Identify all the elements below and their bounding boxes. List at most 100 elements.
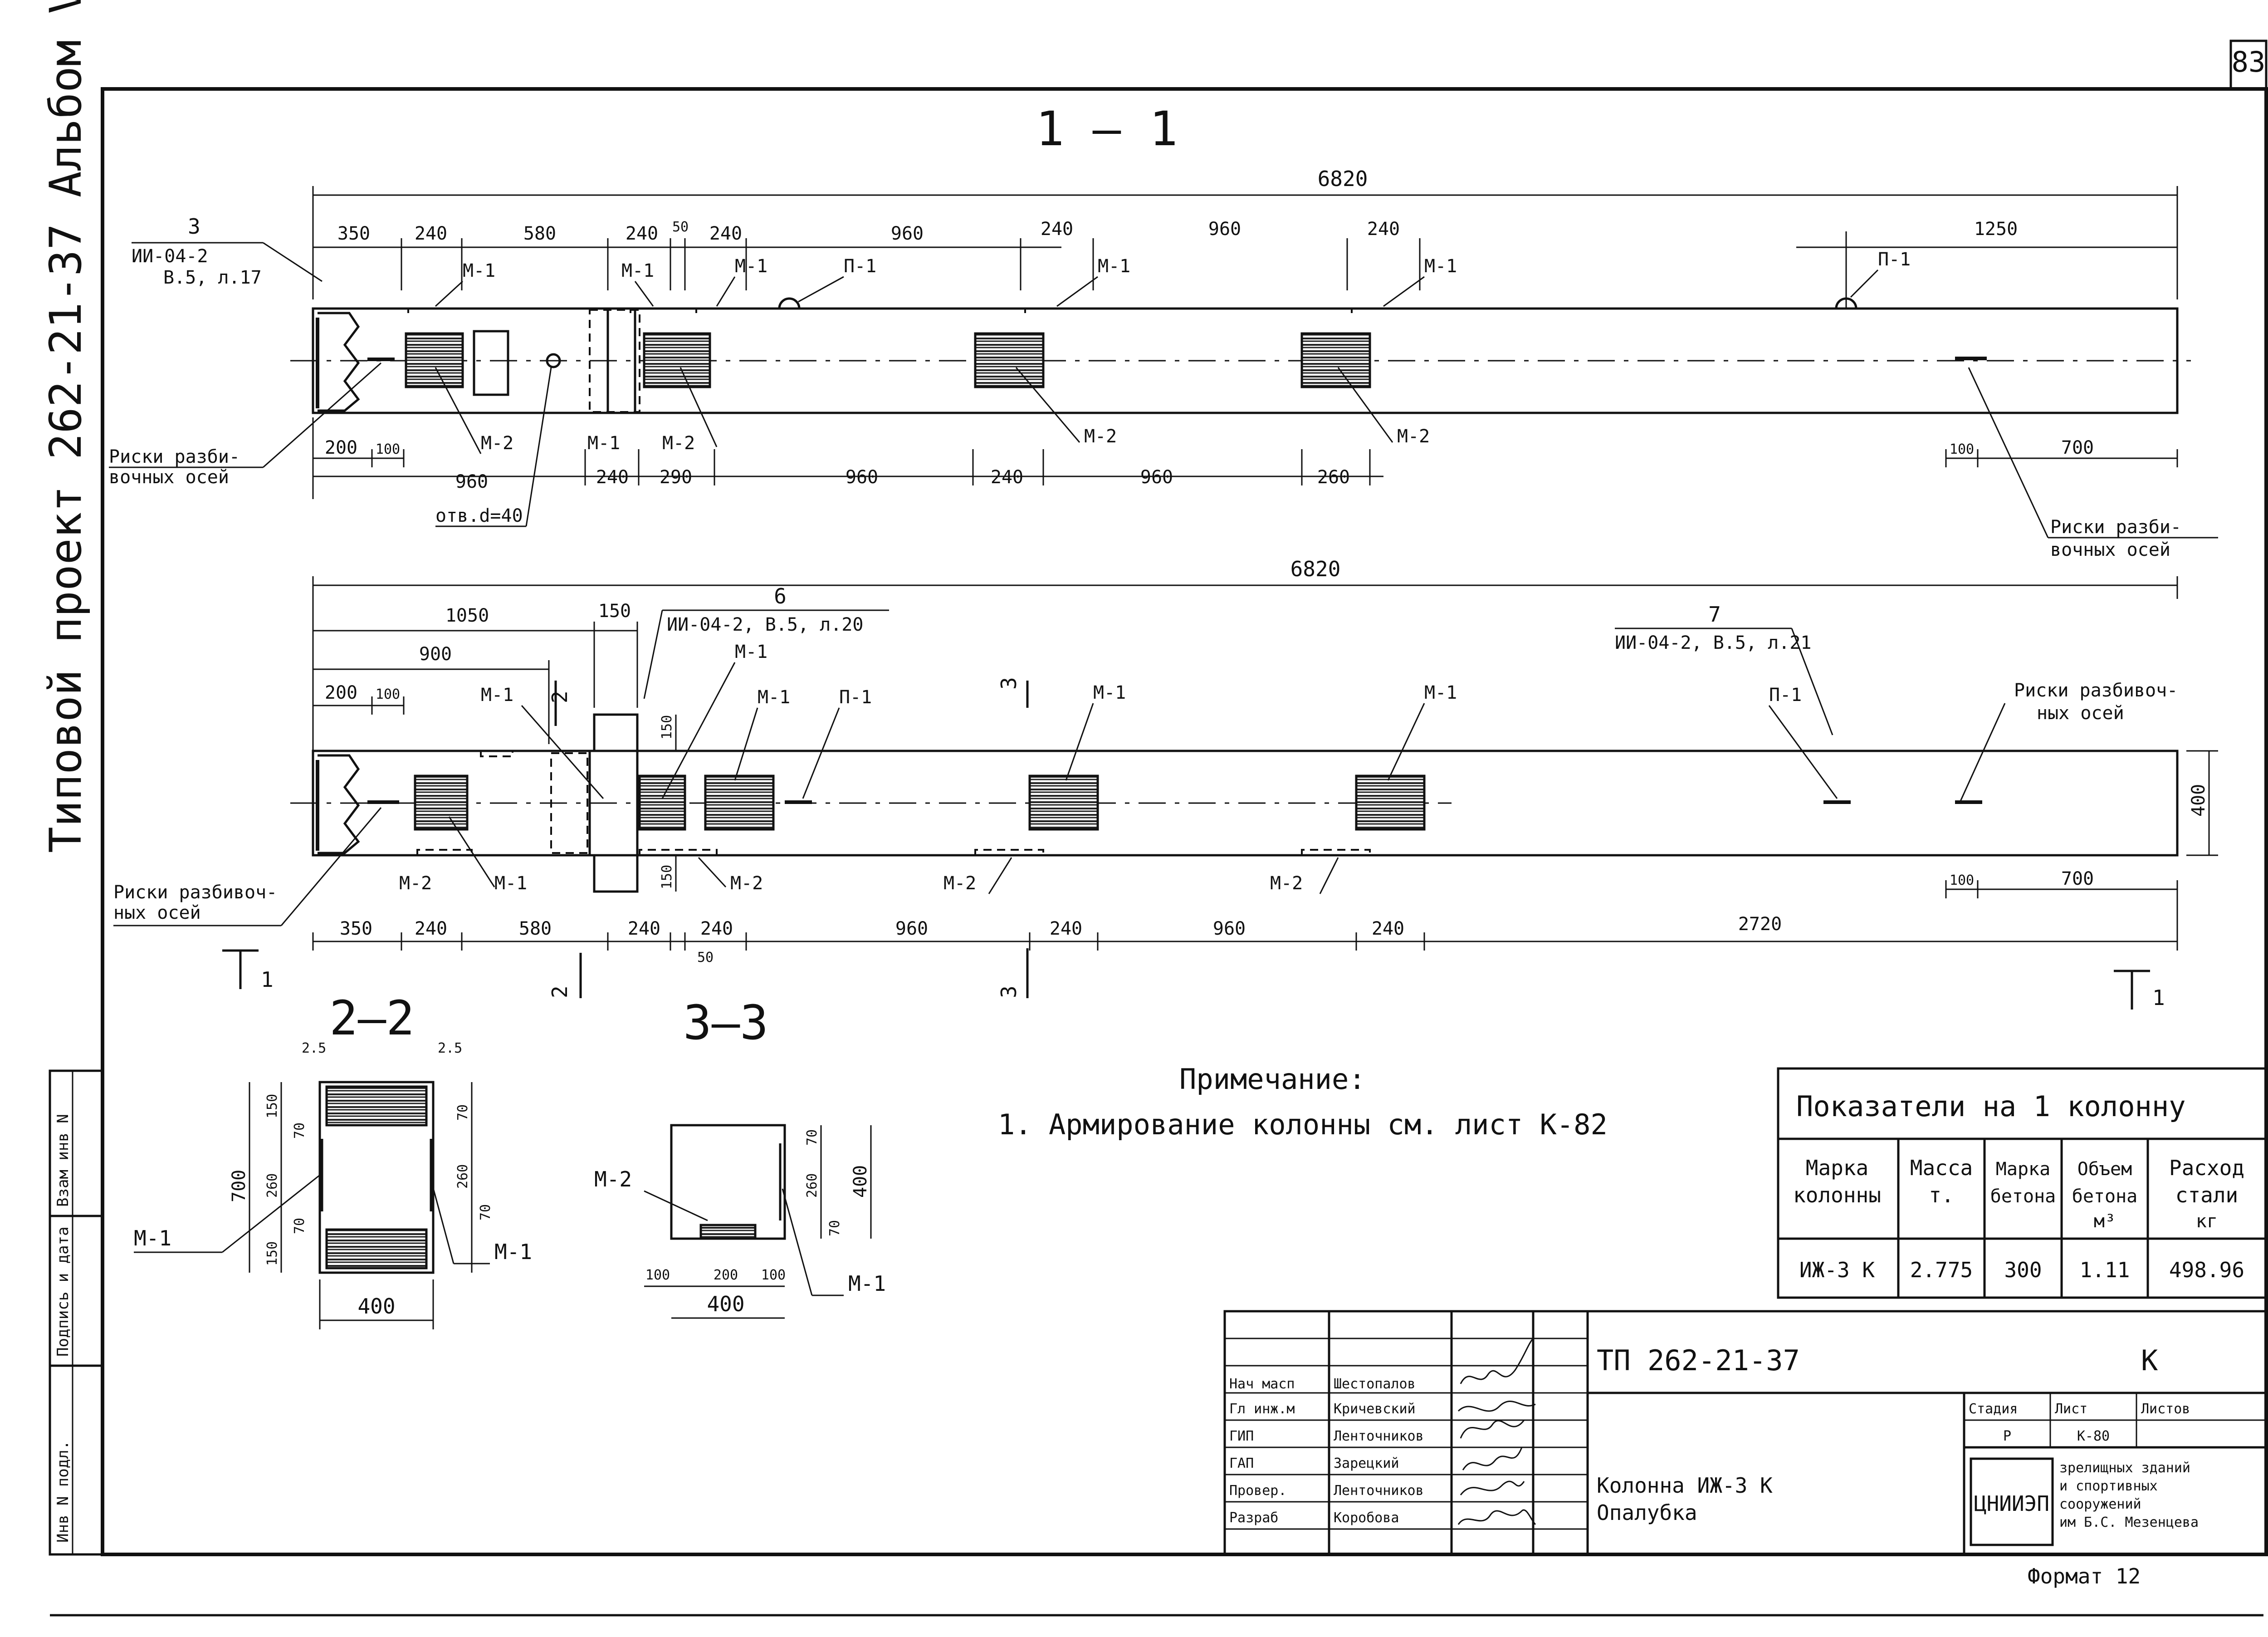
- org-line: сооружений: [2059, 1496, 2141, 1512]
- mark-m1: М-1: [735, 256, 767, 277]
- dim: 240: [1367, 219, 1400, 240]
- plate-m2: [643, 332, 711, 388]
- dim: 150: [659, 715, 675, 740]
- mark-m1: М-1: [1093, 682, 1126, 703]
- org-line: зрелищных зданий: [2059, 1460, 2190, 1476]
- table-cell: ИЖ-3 К: [1799, 1258, 1875, 1282]
- table-header: м³: [2094, 1211, 2116, 1232]
- tb-head: Лист: [2055, 1401, 2087, 1417]
- dim: 240: [626, 223, 658, 244]
- dim: 240: [700, 918, 733, 939]
- mark-m1: М-1: [463, 260, 495, 281]
- mark-p1: П-1: [839, 687, 872, 708]
- dim-overall: 6820: [1318, 167, 1368, 191]
- dim: 580: [523, 223, 556, 244]
- mark-m2: М-2: [481, 433, 513, 454]
- ref-number: 3: [188, 214, 200, 239]
- tb-role: Разраб: [1229, 1510, 1278, 1526]
- note: Примечание: 1. Армирование колонны см. л…: [998, 1063, 1608, 1141]
- dim: 240: [415, 223, 447, 244]
- stamp-replace: Взам инв N: [54, 1114, 72, 1207]
- format-label: Формат 12: [2028, 1564, 2141, 1588]
- label-axis-risks: вочных осей: [2050, 539, 2170, 560]
- tb-name: Коробова: [1334, 1510, 1399, 1526]
- dim: 960: [1140, 467, 1173, 488]
- table-header: колонны: [1793, 1183, 1881, 1207]
- mark-m2: М-2: [594, 1167, 632, 1191]
- dim: 960: [891, 223, 924, 244]
- plate-m2: [405, 332, 464, 388]
- dim: 150: [264, 1094, 280, 1118]
- mark-m1: М-1: [758, 687, 790, 708]
- dim: 100: [1950, 441, 1974, 457]
- tb-name: Ленточников: [1334, 1483, 1424, 1499]
- dim: 260: [804, 1173, 820, 1198]
- tb-head: Листов: [2141, 1401, 2190, 1417]
- dim: 400: [850, 1165, 871, 1198]
- table-header: Масса: [1910, 1156, 1973, 1180]
- mark-m1: М-1: [134, 1226, 171, 1250]
- dim: 350: [337, 223, 370, 244]
- table-header: бетона: [1990, 1186, 2056, 1207]
- mark-m1: М-1: [494, 873, 527, 894]
- dim: 70: [292, 1122, 308, 1139]
- ref-number: 7: [1708, 602, 1721, 627]
- table-header: стали: [2175, 1183, 2238, 1207]
- side-title: Типовой проект 262-21-37 Альбом VIII: [40, 0, 91, 853]
- mark-m2: М-2: [1270, 873, 1303, 894]
- mark-m2: М-2: [1397, 426, 1430, 447]
- dim: 50: [697, 950, 714, 966]
- dim: 240: [596, 467, 629, 488]
- dim: 2.5: [302, 1040, 326, 1056]
- dim: 960: [455, 471, 488, 492]
- indicators-table: Показатели на 1 колонну Марка колонны Ма…: [1777, 1067, 2268, 1299]
- dim: 70: [478, 1204, 494, 1220]
- mark-m1: М-1: [848, 1271, 886, 1296]
- ref-code: ИИ-04-2: [132, 246, 208, 267]
- plan-view: 6820 1050 150 900 200 100 6 ИИ-04-2, В.5…: [113, 557, 2218, 1010]
- dim: 960: [1208, 219, 1241, 240]
- table-cell: 1.11: [2080, 1258, 2130, 1282]
- tb-role: Провер.: [1229, 1483, 1286, 1499]
- page-number: 83: [2232, 45, 2266, 78]
- dim: 150: [598, 601, 631, 622]
- label-axis-risks: Риски разбивоч-: [113, 882, 277, 903]
- note-heading: Примечание:: [1179, 1063, 1366, 1096]
- org-logo-text: ЦНИИЭП: [1974, 1491, 2049, 1516]
- dim: 700: [229, 1170, 249, 1202]
- ref-number: 6: [774, 584, 787, 608]
- dim: 100: [761, 1267, 786, 1283]
- section-1-1-title: 1 — 1: [1036, 101, 1178, 157]
- dim: 260: [264, 1173, 280, 1198]
- label-axis-risks: Риски разби-: [109, 446, 240, 467]
- signatures: [1457, 1338, 1536, 1525]
- label-axis-risks: Риски разби-: [2050, 517, 2181, 538]
- mark-p1: П-1: [1878, 249, 1911, 270]
- mark-m1: М-1: [621, 260, 654, 281]
- dim: 240: [991, 467, 1023, 488]
- cut-mark: 2: [547, 691, 572, 703]
- dim: 290: [660, 467, 692, 488]
- tb-sheet: К-80: [2077, 1428, 2110, 1444]
- dim: 70: [827, 1220, 843, 1236]
- dim: 580: [519, 918, 552, 939]
- ref-code: ИИ-04-2, В.5, л.20: [667, 614, 863, 635]
- dim: 260: [455, 1164, 471, 1189]
- cut-mark: 1: [261, 967, 274, 992]
- section-2-2: 2—2 2.5 2.5 700 150 70 260 70 150 70 260…: [134, 990, 532, 1329]
- dim: 960: [846, 467, 878, 488]
- indicators-title: Показатели на 1 колонну: [1796, 1090, 2186, 1123]
- tb-name: Зарецкий: [1334, 1456, 1399, 1471]
- dim: 100: [376, 441, 400, 457]
- mark-m1: М-1: [735, 642, 767, 662]
- dim: 100: [1950, 872, 1974, 888]
- title-block: Нач масп Гл инж.м ГИП ГАП Провер. Разраб…: [1223, 1310, 2268, 1556]
- dim: 240: [709, 223, 742, 244]
- section-2-2-title: 2—2: [329, 990, 415, 1046]
- tb-role: Гл инж.м: [1229, 1401, 1295, 1417]
- note-text: 1. Армирование колонны см. лист К-82: [998, 1108, 1608, 1141]
- left-stamp: Инв N подл. Подпись и дата Взам инв N: [49, 1069, 104, 1556]
- stamp-sign: Подпись и дата: [54, 1226, 72, 1357]
- dim: 240: [1372, 918, 1404, 939]
